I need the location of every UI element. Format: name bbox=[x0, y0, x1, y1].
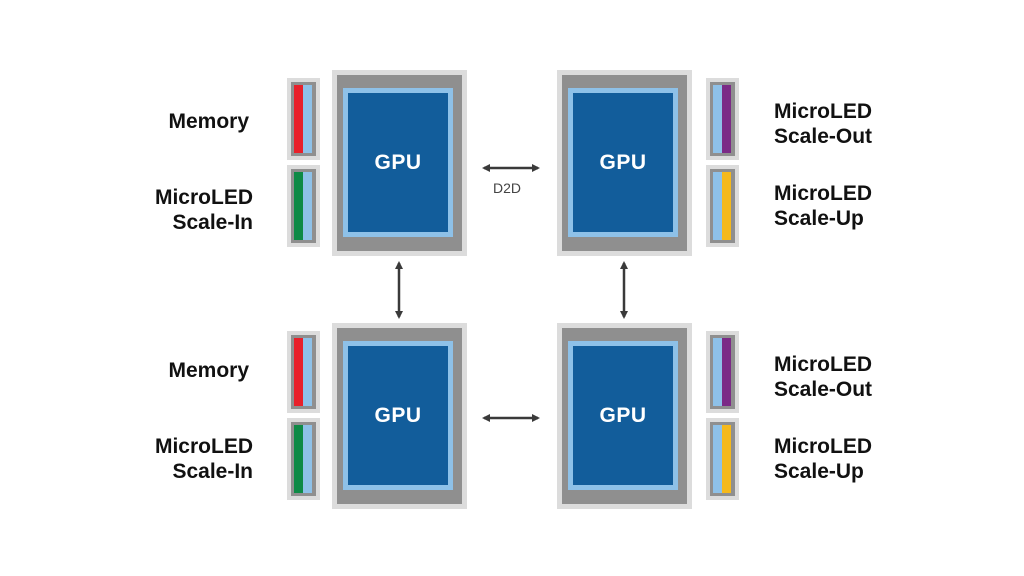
scale-in-chiplet-top-left bbox=[287, 165, 320, 247]
optical-lane bbox=[303, 425, 312, 493]
optical-lane bbox=[713, 85, 722, 153]
gpu-die-border: GPU bbox=[343, 341, 453, 490]
scale-out-chiplet-top-right bbox=[706, 78, 739, 160]
gpu-die: GPU bbox=[573, 346, 673, 485]
optical-lane bbox=[303, 172, 312, 240]
scale-up-chiplet-top-right bbox=[706, 165, 739, 247]
gpu-package-top-left: GPU bbox=[332, 70, 467, 256]
scale-out-lane bbox=[722, 338, 731, 406]
gpu-package-top-right: GPU bbox=[557, 70, 692, 256]
memory-label-top-left: Memory bbox=[168, 110, 249, 133]
gpu-die-border: GPU bbox=[343, 88, 453, 237]
gpu-label: GPU bbox=[599, 403, 647, 427]
gpu-package-bottom-left: GPU bbox=[332, 323, 467, 509]
d2d-label: D2D bbox=[493, 180, 522, 196]
gpu-label: GPU bbox=[599, 150, 647, 174]
gpu-die: GPU bbox=[573, 93, 673, 232]
memory-chiplet-bottom-left bbox=[287, 331, 320, 413]
optical-lane bbox=[713, 338, 722, 406]
memory-lane bbox=[294, 338, 303, 406]
gpu-die: GPU bbox=[348, 346, 448, 485]
memory-label-bottom-left: Memory bbox=[168, 359, 249, 382]
optical-lane bbox=[713, 425, 722, 493]
scale-up-lane bbox=[722, 172, 731, 240]
gpu-die-border: GPU bbox=[568, 88, 678, 237]
gpu-label: GPU bbox=[374, 150, 422, 174]
gpu-label: GPU bbox=[374, 403, 422, 427]
gpu-package-bottom-right: GPU bbox=[557, 323, 692, 509]
gpu-die: GPU bbox=[348, 93, 448, 232]
scale-up-lane bbox=[722, 425, 731, 493]
optical-lane bbox=[713, 172, 722, 240]
scale-in-lane bbox=[294, 172, 303, 240]
optical-lane bbox=[303, 85, 312, 153]
scale-up-chiplet-bottom-right bbox=[706, 418, 739, 500]
optical-lane bbox=[303, 338, 312, 406]
memory-lane bbox=[294, 85, 303, 153]
scale-in-chiplet-bottom-left bbox=[287, 418, 320, 500]
scale-out-lane bbox=[722, 85, 731, 153]
memory-chiplet-top-left bbox=[287, 78, 320, 160]
scale-out-chiplet-bottom-right bbox=[706, 331, 739, 413]
gpu-die-border: GPU bbox=[568, 341, 678, 490]
scale-in-lane bbox=[294, 425, 303, 493]
